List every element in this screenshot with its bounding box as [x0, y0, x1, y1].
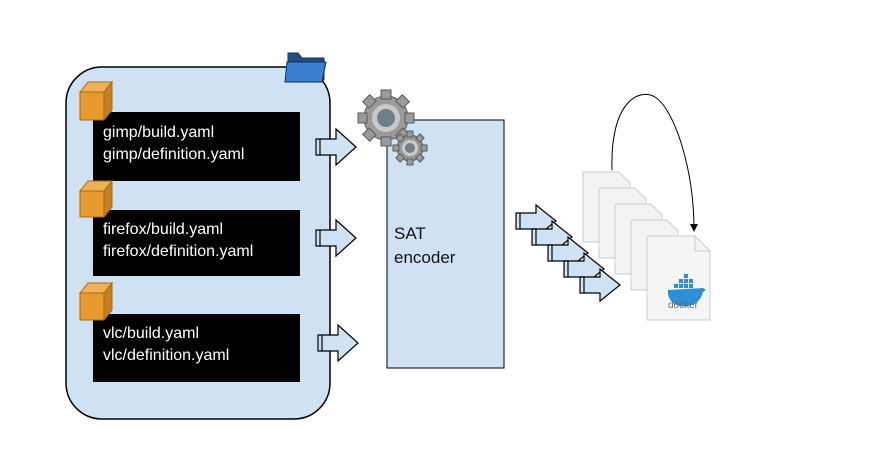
gears-icon [357, 89, 428, 166]
vlc-label-box [93, 314, 300, 382]
package-box-icon [78, 179, 114, 219]
package-label-vlc: vlc/build.yaml vlc/definition.yaml [103, 323, 229, 367]
vlc-build-file: vlc/build.yaml [103, 325, 200, 342]
firefox-build-file: firefox/build.yaml [103, 221, 224, 238]
input-arrow [315, 127, 357, 167]
package-label-firefox: firefox/build.yaml firefox/definition.ya… [103, 219, 253, 263]
vlc-definition-file: vlc/definition.yaml [103, 347, 230, 364]
package-label-gimp: gimp/build.yaml gimp/definition.yaml [103, 122, 244, 166]
firefox-label-box [93, 210, 300, 276]
package-box-icon [78, 80, 114, 122]
sat-encoder-line1: SAT [394, 224, 426, 243]
gimp-label-box [93, 112, 300, 181]
firefox-definition-file: firefox/definition.yaml [103, 243, 254, 260]
docker-logo-text: docker [668, 300, 699, 311]
sat-encoder-line2: encoder [394, 248, 456, 267]
gimp-definition-file: gimp/definition.yaml [103, 146, 245, 163]
gimp-build-file: gimp/build.yaml [103, 124, 215, 141]
package-box-icon [78, 281, 114, 322]
input-arrow [315, 218, 357, 258]
input-arrow [317, 323, 359, 363]
sat-encoder-label: SAT encoder [394, 222, 455, 270]
docker-whale-icon [668, 274, 706, 307]
folder-icon [284, 52, 327, 83]
output-arrows [515, 203, 621, 303]
feedback-arrow [611, 93, 698, 232]
